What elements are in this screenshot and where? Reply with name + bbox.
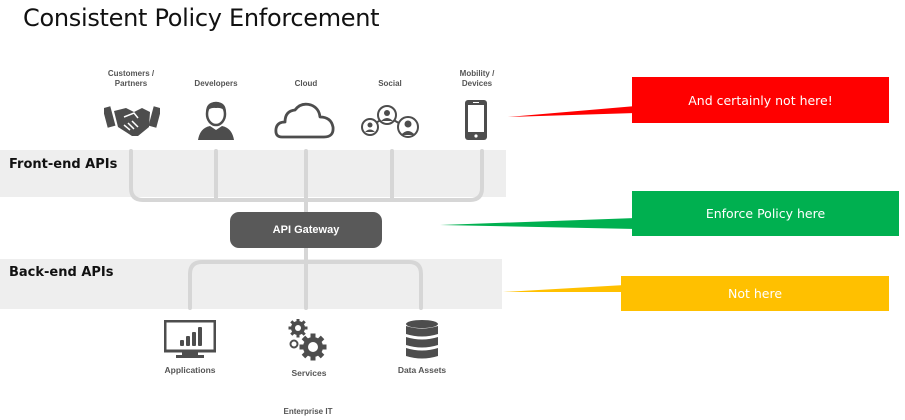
back-end-apis-label: Back-end APIs	[9, 265, 114, 280]
cloud-icon	[274, 102, 335, 139]
database-icon	[406, 320, 438, 359]
callout-enforce-policy-here: Enforce Policy here	[632, 191, 899, 236]
cloud-label: Cloud	[294, 79, 318, 88]
red-callout-pointer	[508, 106, 636, 117]
mobile-phone-icon	[465, 100, 487, 140]
front-end-apis-label: Front-end APIs	[9, 157, 118, 172]
back-end-connector	[188, 260, 423, 310]
monitor-chart-icon	[164, 320, 216, 358]
applications-label: Applications	[164, 365, 216, 375]
mobility-devices-label: Mobility /Devices	[459, 69, 495, 88]
callout-not-here-backend: Not here	[621, 276, 889, 311]
api-gateway: API Gateway	[230, 212, 382, 248]
enterprise-it-label: Enterprise IT	[283, 407, 333, 416]
green-callout-pointer	[440, 218, 636, 229]
customers-partners-label: Customers /Partners	[107, 69, 155, 88]
callout-not-here-frontend: And certainly not here!	[632, 77, 889, 123]
services-label: Services	[291, 368, 327, 378]
developer-person-icon	[198, 101, 234, 140]
developers-label: Developers	[194, 79, 238, 88]
handshake-icon	[104, 106, 160, 136]
slide-title: Consistent Policy Enforcement	[23, 4, 380, 32]
front-end-band	[0, 150, 506, 197]
gears-icon	[288, 319, 327, 361]
social-network-icon	[361, 105, 419, 138]
data-assets-label: Data Assets	[397, 365, 447, 375]
social-label: Social	[378, 79, 402, 88]
yellow-callout-pointer	[503, 285, 625, 292]
